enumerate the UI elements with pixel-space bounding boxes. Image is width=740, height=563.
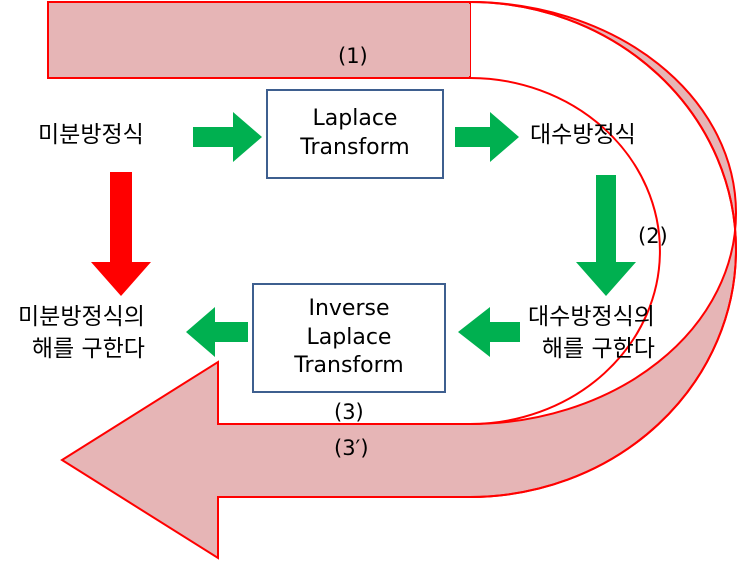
algebraic-solution-line1: 대수방정식의 [528,304,655,330]
green-arrow-to-inverse [458,307,520,357]
differential-solution-label: 미분방정식의 해를 구한다 [18,301,145,365]
green-arrow-down [576,175,636,296]
inverse-laplace-box: Inverse Laplace Transform [252,283,446,393]
differential-solution-line1: 미분방정식의 [18,304,145,330]
arrow-fill-patch [50,4,470,76]
step-1-label: (1) [338,44,368,68]
laplace-box-line2: Transform [300,135,410,160]
arrow-outer-edge [48,1,737,498]
inverse-box-line3: Transform [294,353,404,379]
step-3-prime-label: (3′) [334,436,369,460]
step-3-label: (3) [334,400,364,424]
algebraic-solution-label: 대수방정식의 해를 구한다 [528,301,655,365]
green-arrow-to-laplace [193,112,262,162]
laplace-transform-box: Laplace Transform [266,89,444,179]
inverse-box-line1: Inverse [308,296,390,322]
step-2-label: (2) [638,224,668,248]
differential-equation-label: 미분방정식 [38,122,144,148]
big-uturn-arrow-outline [48,77,661,425]
big-uturn-arrow [48,1,737,560]
algebraic-equation-label: 대수방정식 [530,122,636,148]
arrow-tail-edge [47,2,470,79]
differential-solution-line2: 해를 구한다 [31,336,145,363]
inverse-box-line2: Laplace [306,324,392,350]
red-arrow-down [91,172,151,296]
algebraic-solution-line2: 해를 구한다 [541,336,655,363]
green-arrow-to-solution [186,307,248,357]
green-arrow-to-algebraic [455,112,519,162]
laplace-box-line1: Laplace [312,106,398,132]
